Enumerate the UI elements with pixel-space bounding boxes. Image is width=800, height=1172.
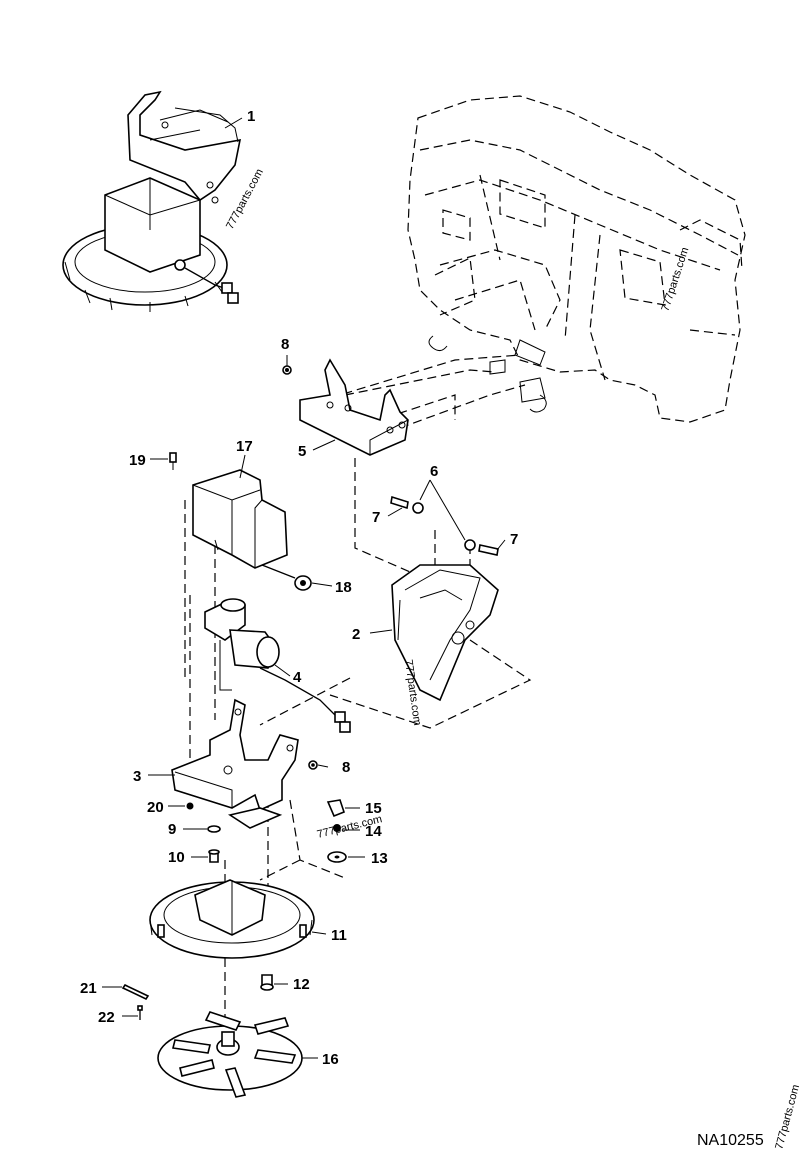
callout-17: 17 <box>236 438 253 455</box>
callout-1: 1 <box>247 108 255 125</box>
spreader-chute <box>391 564 499 702</box>
grommet-18 <box>261 564 312 591</box>
callout-11: 11 <box>331 927 347 944</box>
callout-7-left: 7 <box>372 509 380 526</box>
callout-15: 15 <box>365 800 382 817</box>
callout-3: 3 <box>133 768 141 785</box>
callout-10: 10 <box>168 849 185 866</box>
callout-19: 19 <box>129 452 146 469</box>
pins-21-22 <box>121 983 150 1020</box>
callout-12: 12 <box>293 976 310 993</box>
callout-14: 14 <box>365 823 382 840</box>
callout-2: 2 <box>352 626 360 643</box>
nut-lower <box>308 760 318 770</box>
callout-22: 22 <box>98 1009 115 1026</box>
callout-8-lower: 8 <box>342 759 350 776</box>
chute-hardware <box>390 495 499 556</box>
hardware-15-14-13 <box>326 799 347 863</box>
hopper-bowl <box>149 879 315 959</box>
motor-cover <box>192 469 288 569</box>
callout-7-right: 7 <box>510 531 518 548</box>
callout-leaders <box>102 117 506 1059</box>
motor-mount-plate <box>171 698 299 829</box>
callout-labels: 1 2 3 4 5 6 7 7 8 8 9 10 11 12 13 14 15 … <box>80 108 518 1068</box>
callout-20: 20 <box>147 799 164 816</box>
screw-19 <box>169 452 177 470</box>
callout-8-upper: 8 <box>281 336 289 353</box>
watermarks: 777parts.com 777parts.com 777parts.com 7… <box>224 167 800 1151</box>
spreader-assembly <box>62 90 242 312</box>
callout-4: 4 <box>293 669 302 686</box>
drive-motor <box>204 598 351 733</box>
callout-9: 9 <box>168 821 176 838</box>
callout-6: 6 <box>430 463 438 480</box>
callout-5: 5 <box>298 443 306 460</box>
callout-18: 18 <box>335 579 352 596</box>
watermark-1: 777parts.com <box>224 167 266 231</box>
watermark-2: 777parts.com <box>659 246 691 313</box>
bolt-12 <box>260 974 274 991</box>
callout-13: 13 <box>371 850 388 867</box>
spinner-disc <box>157 1011 303 1098</box>
nut-upper <box>282 365 292 375</box>
hardware-20-9-10 <box>186 802 221 863</box>
mounting-bracket <box>299 358 409 456</box>
callout-16: 16 <box>322 1051 339 1068</box>
figure-id: NA10255 <box>697 1132 764 1149</box>
watermark-5: 777parts.com <box>773 1083 800 1150</box>
vehicle-rear-outline <box>407 95 746 423</box>
callout-21: 21 <box>80 980 97 997</box>
